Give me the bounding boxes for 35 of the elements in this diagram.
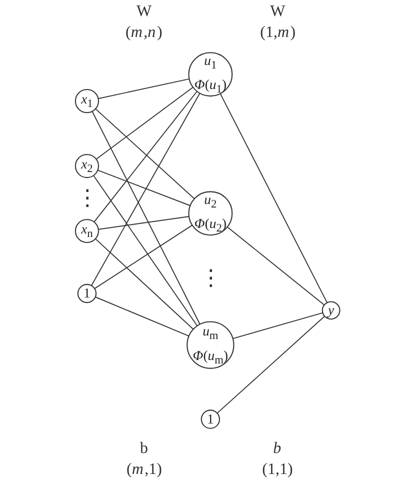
connector (95, 296, 190, 337)
node-circle: 1 (78, 284, 97, 304)
connector (232, 312, 324, 340)
weight-symbol: W (136, 3, 152, 21)
bias-symbol: b (140, 440, 148, 458)
connector (98, 78, 190, 100)
connector (95, 238, 194, 330)
node-circle: u$_{2}$ Φ(u$_{2}$) (188, 191, 234, 236)
matrix-size-label: (m,n) (126, 24, 162, 42)
node-circle: x$_{n}$ (75, 218, 100, 244)
node-circle: x$_{1}$ (75, 89, 100, 114)
bias-symbol: b (273, 440, 282, 458)
weight-symbol: W (270, 3, 286, 21)
connector (95, 108, 196, 200)
connector (94, 90, 198, 222)
connector (220, 93, 328, 304)
connector (92, 110, 201, 325)
connector (93, 175, 198, 326)
node-circle: 1 (201, 410, 220, 429)
matrix-size-label: (1,1) (262, 461, 293, 479)
connector (217, 316, 326, 414)
matrix-size-label: (m,1) (126, 461, 162, 479)
connector (227, 226, 326, 306)
node-circle: u$_{m}$ Φ(u$_{m}$) (187, 321, 235, 369)
node-circle: y (322, 301, 341, 320)
node-circle: x$_{2}$ (75, 154, 100, 178)
ellipsis-dots: ⋮ (200, 267, 222, 292)
connector (96, 86, 194, 160)
connector (98, 170, 192, 206)
connector (91, 92, 201, 286)
connector (94, 224, 194, 290)
node-circle: u$_{1}$ Φ(u$_{1}$) (188, 52, 234, 97)
ellipsis-dots: ⋮ (76, 186, 98, 211)
connector (98, 216, 190, 230)
matrix-size-label: (1,m) (260, 24, 296, 42)
